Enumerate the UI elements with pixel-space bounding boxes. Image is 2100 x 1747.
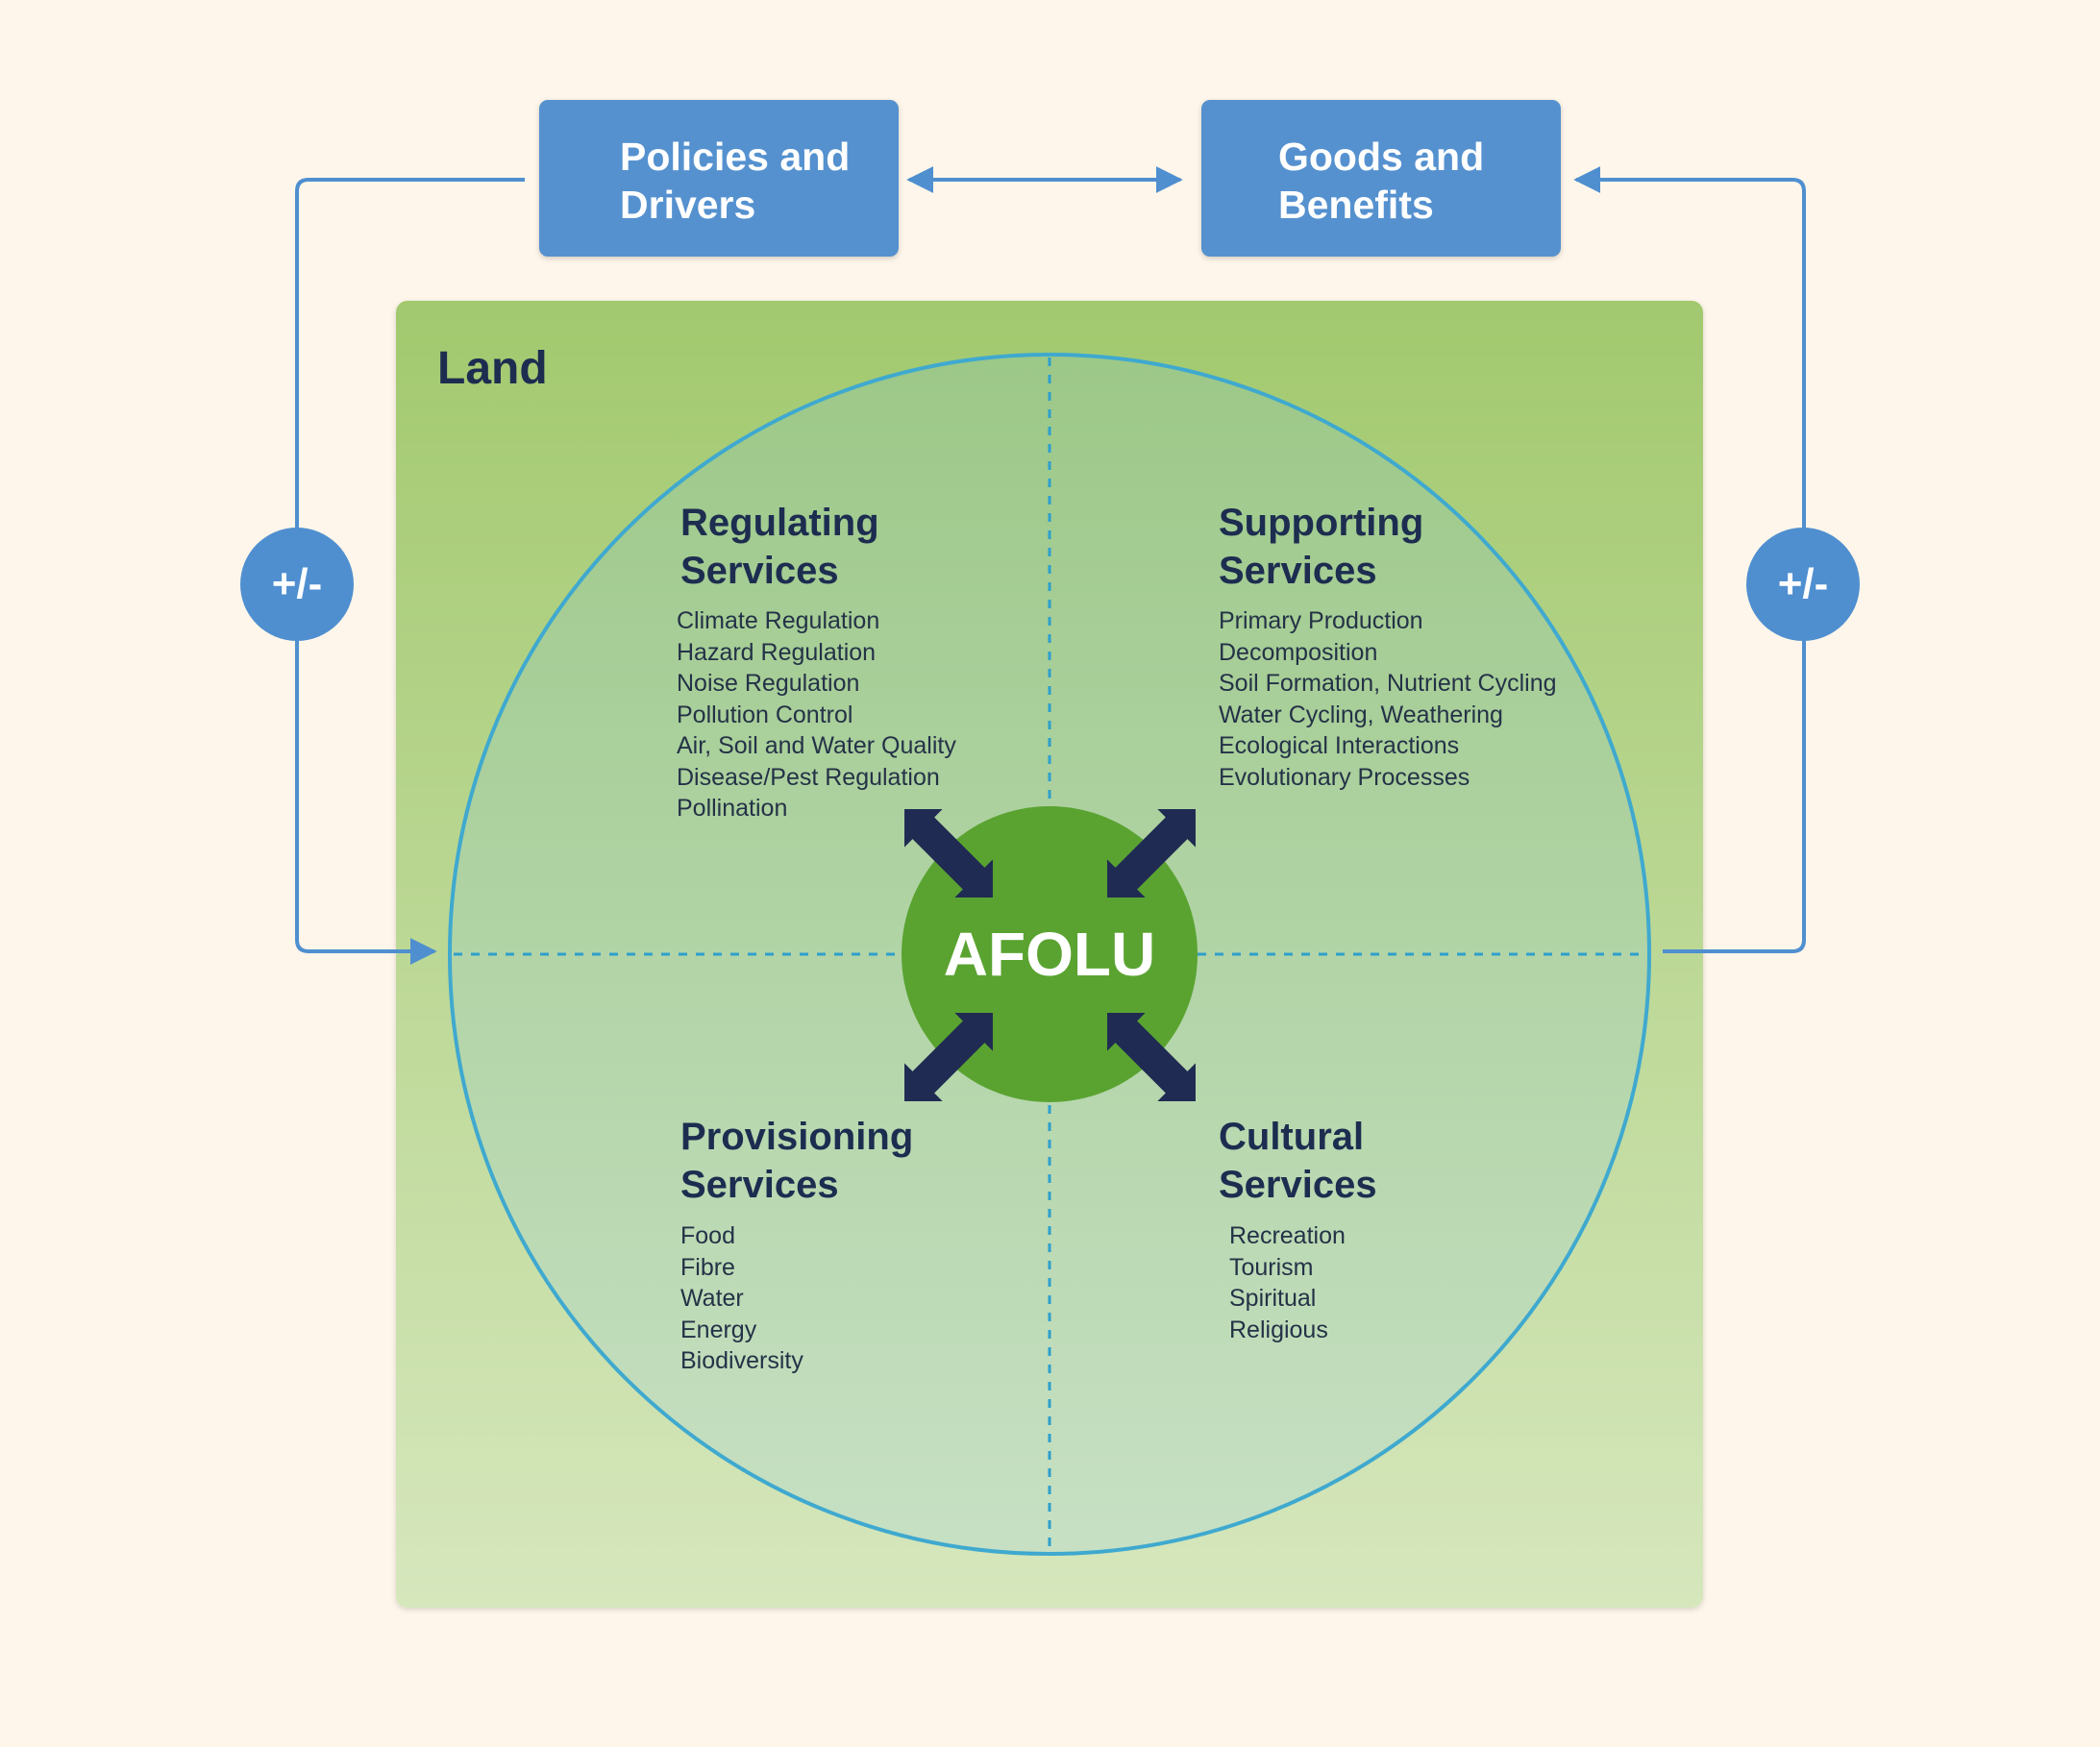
list-item: Ecological Interactions: [1219, 732, 1460, 759]
list-item: Religious: [1229, 1316, 1328, 1343]
cultural-services-list: Recreation Tourism Spiritual Religious: [1229, 1220, 1346, 1345]
list-item: Climate Regulation: [677, 607, 880, 634]
list-item: Water: [680, 1285, 744, 1312]
list-item: Recreation: [1229, 1222, 1346, 1249]
cultural-services-title: Cultural Services: [1219, 1113, 1377, 1209]
land-label: Land: [437, 343, 548, 394]
supporting-services-title: Supporting Services: [1219, 499, 1423, 595]
list-item: Water Cycling, Weathering: [1219, 701, 1503, 728]
policies-and-drivers-box: Policies and Drivers: [539, 100, 899, 257]
arrow-bottom-right: [1107, 1013, 1196, 1101]
provisioning-services-list: Food Fibre Water Energy Biodiversity: [680, 1220, 803, 1377]
list-item: Decomposition: [1219, 638, 1378, 666]
list-item: Hazard Regulation: [677, 638, 877, 666]
supporting-title-line-2: Services: [1219, 550, 1377, 592]
supporting-services-list: Primary Production Decomposition Soil Fo…: [1219, 605, 1557, 793]
list-item: Energy: [680, 1316, 757, 1343]
list-item: Pollination: [677, 795, 788, 822]
policies-label-line-2: Drivers: [620, 183, 756, 227]
cultural-title-line-2: Services: [1219, 1164, 1377, 1206]
list-item: Evolutionary Processes: [1219, 763, 1470, 791]
feedback-plus-minus-left: +/-: [240, 528, 354, 641]
feedback-plus-minus-right: +/-: [1746, 528, 1860, 641]
regulating-services-list: Climate Regulation Hazard Regulation Noi…: [677, 605, 956, 824]
list-item: Disease/Pest Regulation: [677, 763, 940, 791]
provisioning-title-line-1: Provisioning: [680, 1116, 914, 1158]
goods-label-line-1: Goods and: [1278, 135, 1485, 179]
policies-label-line-1: Policies and: [620, 135, 851, 179]
list-item: Food: [680, 1222, 735, 1249]
goods-and-benefits-box: Goods and Benefits: [1201, 100, 1561, 257]
arrow-top-left: [904, 809, 993, 898]
list-item: Pollution Control: [677, 701, 853, 728]
goods-label-line-2: Benefits: [1278, 183, 1434, 227]
afolu-arrows: [904, 809, 1196, 1101]
list-item: Soil Formation, Nutrient Cycling: [1219, 670, 1557, 697]
afolu-label: AFOLU: [943, 920, 1156, 989]
regulating-services-title: Regulating Services: [680, 499, 879, 595]
regulating-title-line-2: Services: [680, 550, 839, 592]
provisioning-services-title: Provisioning Services: [680, 1113, 913, 1209]
supporting-title-line-1: Supporting: [1219, 502, 1424, 544]
regulating-title-line-1: Regulating: [680, 502, 879, 544]
arrow-bottom-left: [904, 1013, 993, 1101]
provisioning-title-line-2: Services: [680, 1164, 839, 1206]
list-item: Fibre: [680, 1253, 735, 1281]
list-item: Tourism: [1229, 1253, 1314, 1281]
list-item: Primary Production: [1219, 607, 1423, 634]
list-item: Air, Soil and Water Quality: [677, 732, 956, 759]
list-item: Spiritual: [1229, 1285, 1317, 1312]
arrow-top-right: [1107, 809, 1196, 898]
list-item: Biodiversity: [680, 1347, 803, 1374]
list-item: Noise Regulation: [677, 670, 860, 697]
cultural-title-line-1: Cultural: [1219, 1116, 1365, 1158]
